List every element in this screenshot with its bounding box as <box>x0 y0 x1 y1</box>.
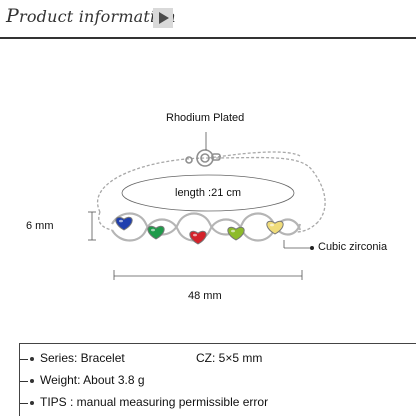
gemstones <box>115 216 284 245</box>
clasp <box>185 149 221 167</box>
spec-cz-size: CZ: 5×5 mm <box>196 351 263 365</box>
width-label: 48 mm <box>188 290 222 302</box>
product-info-header: Product information <box>0 0 416 39</box>
bullet-icon <box>30 357 34 361</box>
gem-shine <box>119 219 123 223</box>
gem-shine <box>193 233 197 237</box>
gem-emerald <box>147 225 165 240</box>
bullet-icon <box>30 379 34 383</box>
gem-peridot <box>227 226 245 241</box>
cubic-zirconia-label: Cubic zirconia <box>318 241 388 253</box>
specs-list: Series: Bracelet CZ: 5×5 mm Weight: Abou… <box>19 343 416 416</box>
header-title-initial: P <box>6 5 19 27</box>
header-divider <box>0 37 416 39</box>
bracelet-illustration <box>88 132 326 280</box>
gem-sapphire <box>115 216 133 231</box>
play-arrow-icon <box>153 8 173 28</box>
gem-shine <box>151 228 155 232</box>
gem-ruby <box>189 230 207 245</box>
header-title: Product information <box>6 5 176 27</box>
annotation-lines <box>88 132 312 280</box>
gem-shine <box>270 223 274 227</box>
header-title-rest: roduct information <box>18 7 176 26</box>
gem-shine <box>231 229 235 233</box>
product-diagram: Rhodium Plated length :21 cm 6 mm Cubic … <box>0 40 416 340</box>
bullet-icon <box>30 401 34 405</box>
height-label: 6 mm <box>26 220 54 232</box>
length-label: length :21 cm <box>175 187 242 199</box>
rhodium-plated-label: Rhodium Plated <box>166 112 245 124</box>
bracelet-chain <box>97 151 326 233</box>
